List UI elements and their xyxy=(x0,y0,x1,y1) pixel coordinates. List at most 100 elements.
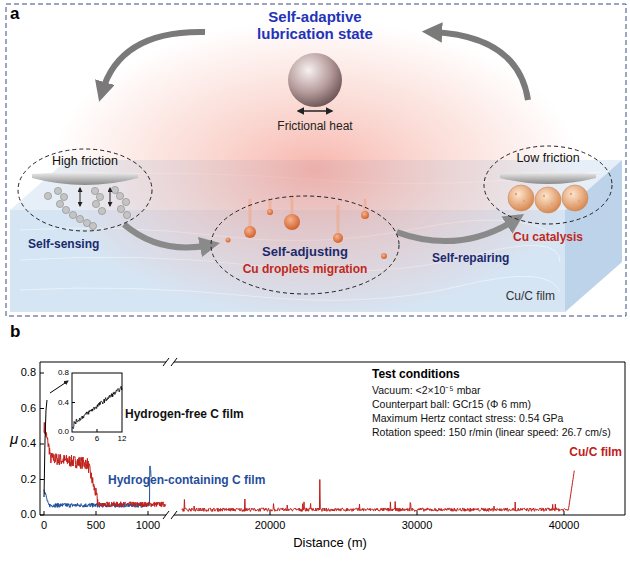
svg-circle xyxy=(547,206,549,208)
svg-circle xyxy=(226,238,231,243)
svg-circle xyxy=(515,193,517,195)
svg-circle xyxy=(551,203,553,205)
panel-letter: b xyxy=(10,322,20,342)
svg-circle xyxy=(288,53,342,107)
svg-path xyxy=(249,200,252,226)
svg-path xyxy=(44,400,47,497)
svg-circle xyxy=(96,193,103,200)
svg-circle xyxy=(54,187,61,194)
axis-title: μ xyxy=(10,430,18,447)
tick-label: 500 xyxy=(87,519,105,532)
svg-circle xyxy=(562,185,588,211)
svg-circle xyxy=(381,253,387,259)
svg-circle xyxy=(508,185,534,211)
svg-circle xyxy=(76,215,83,222)
svg-path xyxy=(102,32,205,92)
svg-circle xyxy=(60,193,67,200)
svg-circle xyxy=(89,222,96,229)
svg-line xyxy=(50,381,68,393)
node-title: High friction xyxy=(17,154,153,168)
svg-path xyxy=(72,386,122,428)
svg-rect xyxy=(72,373,122,432)
svg-line xyxy=(298,110,332,112)
svg-path xyxy=(44,511,564,515)
svg-circle xyxy=(62,206,69,213)
inset-tick: 0 xyxy=(70,434,74,443)
tick-label: 1000 xyxy=(136,519,160,532)
dashed-ellipse xyxy=(18,149,152,231)
note-line: Counterpart ball: GCr15 (Φ 6 mm) xyxy=(372,398,531,410)
svg-path xyxy=(337,206,340,233)
svg-circle xyxy=(535,187,561,213)
svg-path xyxy=(40,362,625,515)
dashed-ellipse xyxy=(211,196,399,294)
svg-circle xyxy=(333,233,343,243)
inset-tick: 0.0 xyxy=(58,427,69,436)
svg-circle xyxy=(111,186,118,193)
panel-letter: a xyxy=(10,4,19,24)
note-line: Vacuum: <2×10⁻⁵ mbar xyxy=(372,384,481,396)
svg-circle xyxy=(267,209,273,215)
svg-circle xyxy=(98,207,105,214)
svg-circle xyxy=(523,200,525,202)
svg-circle xyxy=(573,204,575,206)
svg-circle xyxy=(122,198,129,205)
svg-path xyxy=(40,373,44,515)
process-arrow xyxy=(124,224,210,247)
svg-path xyxy=(44,422,166,507)
svg-circle xyxy=(56,200,63,207)
svg-ellipse xyxy=(50,20,580,320)
svg-path xyxy=(432,32,528,100)
material-label: Cu/C film xyxy=(506,290,555,304)
svg-circle xyxy=(518,204,520,206)
svg-path xyxy=(32,172,138,185)
svg-circle xyxy=(117,205,124,212)
annotation: Frictional heat xyxy=(277,120,352,134)
svg-path xyxy=(72,403,97,433)
svg-circle xyxy=(123,211,130,218)
svg-line xyxy=(80,188,81,206)
note-line: Rotation speed: 150 r/min (linear speed:… xyxy=(372,426,611,438)
note-heading: Test conditions xyxy=(372,368,460,382)
node-title: Self-adjusting xyxy=(210,245,400,260)
series-label: Hydrogen-containing C film xyxy=(108,474,265,488)
state-ellipse: High friction xyxy=(17,148,153,232)
tick-label: 30000 xyxy=(402,519,433,532)
tick-label: 0.2 xyxy=(21,473,36,486)
svg-line xyxy=(110,188,111,206)
svg-rect xyxy=(6,4,626,316)
node-subtitle: Cu droplets migration xyxy=(210,263,400,277)
svg-circle xyxy=(44,192,51,199)
edge-label: Self-sensing xyxy=(28,238,99,252)
svg-g xyxy=(44,186,130,229)
state-ellipse: Low frictionCu catalysis xyxy=(483,145,613,225)
inset-tick: 0.8 xyxy=(58,368,69,377)
process-arrow xyxy=(397,220,516,241)
series-label: Hydrogen-free C film xyxy=(125,408,244,422)
svg-path xyxy=(163,358,177,519)
inset-tick: 12 xyxy=(118,434,127,443)
svg-g xyxy=(40,358,625,519)
diagram-title: Self-adaptive lubrication state xyxy=(240,8,390,43)
tick-label: 0.8 xyxy=(21,366,36,379)
dashed-ellipse xyxy=(484,146,612,224)
edge-label: Self-repairing xyxy=(432,252,509,266)
svg-circle xyxy=(284,214,300,230)
tick-label: 20000 xyxy=(255,519,286,532)
svg-g xyxy=(515,193,580,208)
svg-circle xyxy=(91,187,98,194)
svg-path xyxy=(500,172,596,184)
node-title: Low friction xyxy=(483,151,613,165)
inset-tick: 0.4 xyxy=(58,398,69,407)
svg-circle xyxy=(578,200,580,202)
tick-label: 0.4 xyxy=(21,437,36,450)
svg-circle xyxy=(543,195,545,197)
svg-circle xyxy=(92,200,99,207)
svg-circle xyxy=(116,192,123,199)
tick-label: 0.0 xyxy=(21,508,36,521)
svg-path xyxy=(269,200,272,209)
svg-circle xyxy=(570,193,572,195)
